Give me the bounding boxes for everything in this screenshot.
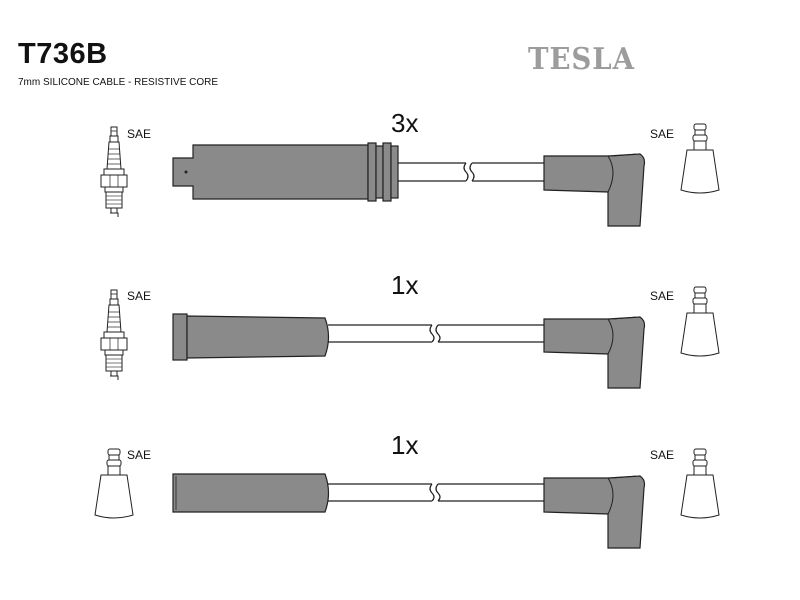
cable-1-quantity: 3x bbox=[391, 108, 419, 138]
sae-terminal-icon bbox=[94, 448, 134, 519]
cable-2-quantity: 1x bbox=[391, 270, 419, 300]
cable-2 bbox=[100, 286, 720, 389]
cable-1-long-boot bbox=[172, 142, 399, 202]
cable-3-quantity: 1x bbox=[391, 430, 419, 460]
product-subtitle: 7mm SILICONE CABLE - RESISTIVE CORE bbox=[18, 77, 219, 88]
sae-terminal-icon bbox=[680, 448, 720, 519]
cable-3-straight-boot bbox=[172, 473, 330, 513]
cable-3-right-boot bbox=[543, 475, 646, 549]
spark-plug-icon bbox=[100, 126, 128, 218]
cable-3 bbox=[94, 448, 720, 549]
cable-2-right-sae-label: SAE bbox=[650, 289, 675, 303]
cable-3-wire bbox=[328, 483, 544, 502]
cable-1-left-sae-label: SAE bbox=[127, 127, 152, 141]
cable-2-straight-boot bbox=[172, 313, 330, 361]
sae-terminal-icon bbox=[680, 286, 720, 357]
cable-2-left-sae-label: SAE bbox=[127, 289, 152, 303]
cable-2-wire bbox=[328, 324, 544, 343]
cable-3-left-sae-label: SAE bbox=[127, 448, 152, 462]
sae-terminal-icon bbox=[680, 123, 720, 194]
brand-logo: TESLA bbox=[528, 42, 635, 77]
cable-1-right-boot bbox=[543, 153, 646, 227]
cable-3-right-sae-label: SAE bbox=[650, 448, 675, 462]
cable-1-wire bbox=[398, 162, 544, 182]
product-code: T736B bbox=[18, 38, 108, 70]
cable-1 bbox=[100, 123, 720, 227]
spark-plug-icon bbox=[100, 289, 128, 381]
cable-1-right-sae-label: SAE bbox=[650, 127, 675, 141]
cable-2-right-boot bbox=[543, 316, 646, 389]
